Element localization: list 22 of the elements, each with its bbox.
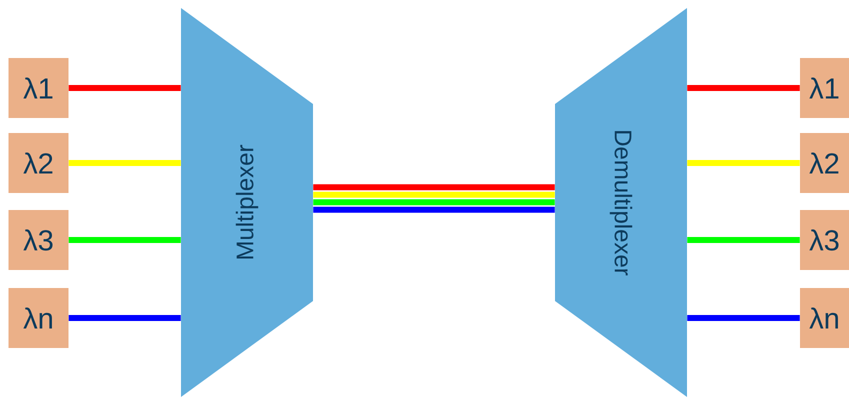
- fiber-line: [687, 315, 800, 321]
- multiplexer-trapezoid: Multiplexer: [181, 8, 313, 397]
- wavelength-box: λ2: [800, 133, 849, 193]
- fiber-line: [68, 85, 181, 91]
- wavelength-box: λ3: [8, 210, 68, 270]
- fiber-line: [313, 192, 555, 198]
- fiber-line: [313, 184, 555, 190]
- fiber-line: [687, 160, 800, 166]
- fiber-line: [313, 199, 555, 206]
- fiber-line: [68, 315, 181, 321]
- wavelength-box: λ1: [8, 58, 68, 118]
- fiber-line: [68, 160, 181, 166]
- fiber-line: [687, 237, 800, 243]
- wavelength-box: λ1: [800, 58, 849, 118]
- wavelength-box: λn: [8, 288, 68, 348]
- wavelength-box: λ2: [8, 133, 68, 193]
- wavelength-box: λ3: [800, 210, 849, 270]
- fiber-line: [68, 237, 181, 243]
- fiber-line: [687, 85, 800, 91]
- wavelength-box: λn: [800, 288, 849, 348]
- fiber-line: [313, 206, 555, 213]
- demultiplexer-trapezoid: Demultiplexer: [555, 8, 687, 397]
